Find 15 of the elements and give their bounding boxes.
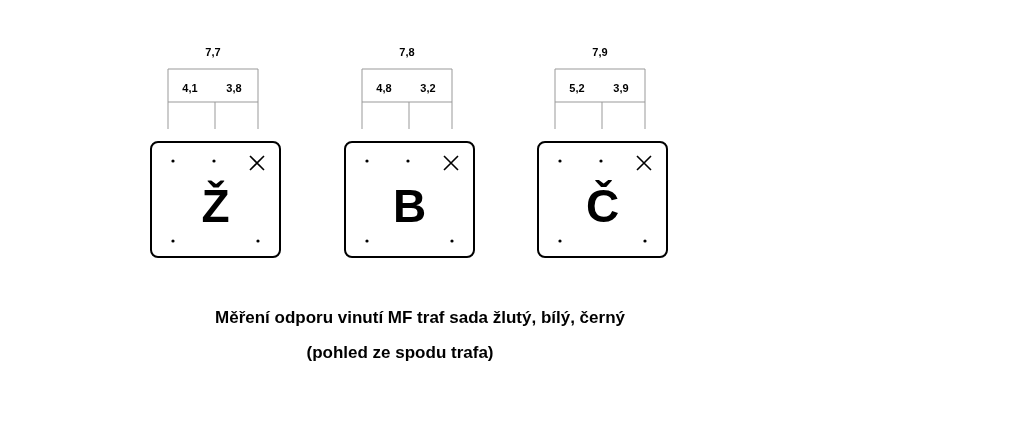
resistance-value: 5,2 [569, 83, 585, 94]
caption: Měření odporu vinutí MF traf sada žlutý, bílý, černý [215, 308, 625, 328]
resistance-value: 7,7 [205, 47, 221, 58]
winding-letter: B [392, 183, 427, 230]
resistance-value: 4,8 [376, 83, 392, 94]
transformer-outline [537, 141, 668, 258]
resistance-value: 3,9 [613, 83, 629, 94]
resistance-value: 3,2 [420, 83, 436, 94]
transformer-outline [150, 141, 281, 258]
note-text: (pohled ze spodu trafa) [306, 343, 494, 363]
resistance-value: 7,8 [399, 47, 415, 58]
resistance-value: 3,8 [226, 83, 242, 94]
resistance-value: 7,9 [592, 47, 608, 58]
transformer-outline [344, 141, 475, 258]
resistance-value: 4,1 [182, 83, 198, 94]
